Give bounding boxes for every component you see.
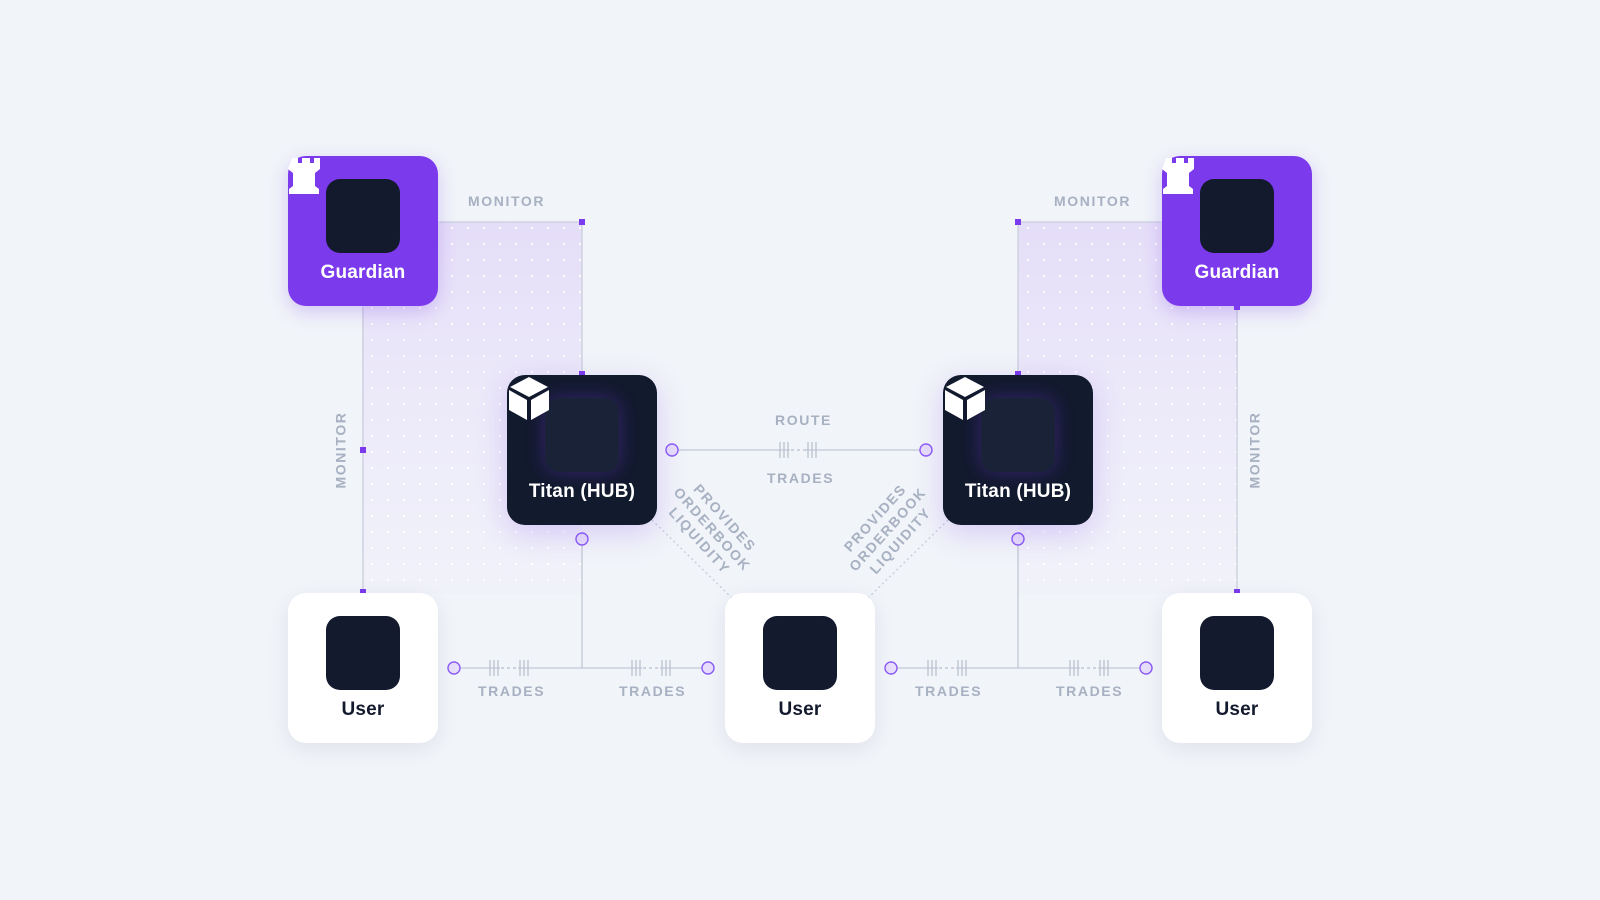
guardian-node-right[interactable]: Guardian — [1162, 156, 1312, 306]
trades-label-1: TRADES — [478, 683, 546, 699]
guardian-node-left[interactable]: Guardian — [288, 156, 438, 306]
user-node-right[interactable]: User — [1162, 593, 1312, 743]
monitor-label-side-right: MONITOR — [1246, 411, 1263, 489]
monitor-anchors — [360, 219, 1240, 595]
monitor-label-side-left: MONITOR — [332, 411, 349, 489]
rook-icon — [1162, 158, 1274, 253]
trades-label-2: TRADES — [619, 683, 687, 699]
hub-label: Titan (HUB) — [964, 481, 1072, 502]
monitor-label-top-right: MONITOR — [1054, 193, 1132, 209]
user-label: User — [1215, 699, 1259, 720]
user-label: User — [341, 699, 385, 720]
rook-icon — [288, 158, 400, 253]
trade-connectors — [447, 532, 1153, 676]
guardian-label: Guardian — [1194, 262, 1280, 283]
hub-label: Titan (HUB) — [528, 481, 636, 502]
route-label: ROUTE — [775, 412, 832, 428]
person-icon — [1164, 595, 1274, 690]
person-icon — [290, 595, 400, 690]
user-node-center[interactable]: User — [725, 593, 875, 743]
user-label: User — [778, 699, 822, 720]
route-connector — [665, 442, 933, 458]
cube-icon — [945, 377, 1055, 472]
cube-icon — [509, 377, 619, 472]
trades-label-4: TRADES — [1056, 683, 1124, 699]
hub-node-left[interactable]: Titan (HUB) — [507, 375, 657, 525]
trades-label-3: TRADES — [915, 683, 983, 699]
hub-node-right[interactable]: Titan (HUB) — [943, 375, 1093, 525]
user-node-left[interactable]: User — [288, 593, 438, 743]
person-icon — [727, 595, 837, 690]
trades-label-hubs: TRADES — [767, 470, 835, 486]
guardian-label: Guardian — [320, 262, 406, 283]
liquidity-connectors — [651, 519, 949, 599]
monitor-label-top-left: MONITOR — [468, 193, 546, 209]
